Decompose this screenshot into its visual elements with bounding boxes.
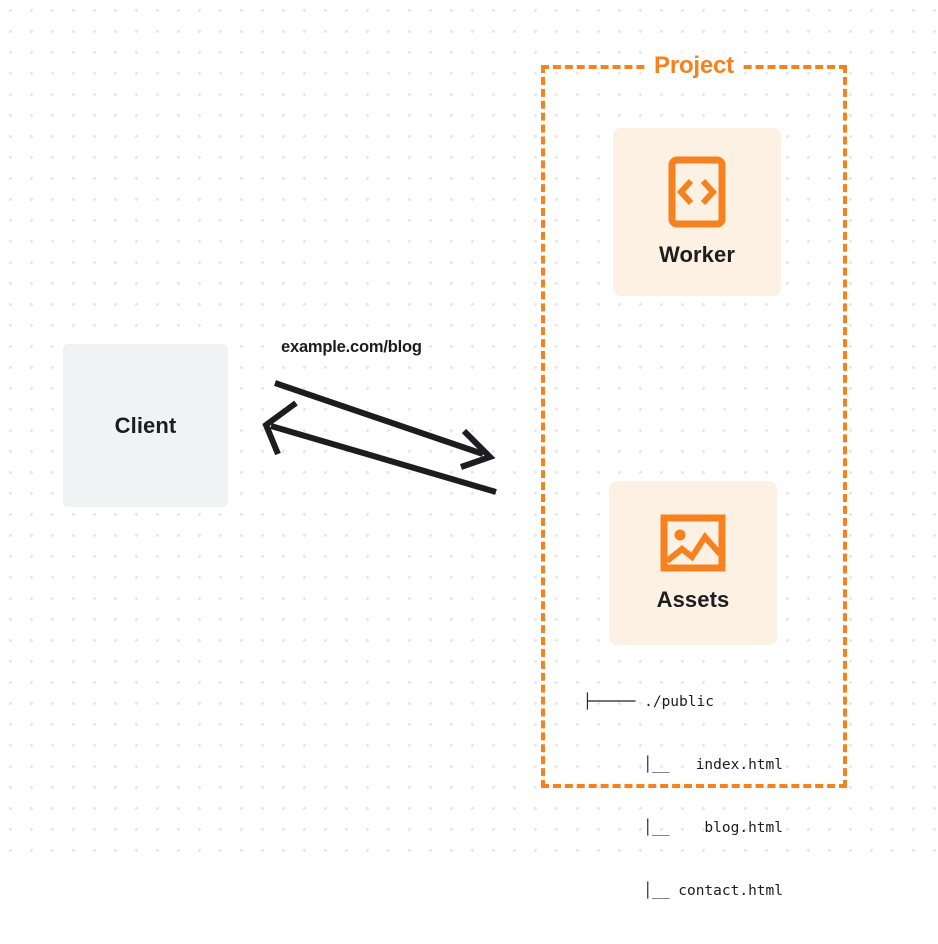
client-node-label: Client — [114, 412, 177, 438]
tree-row: │__ contact.html — [617, 883, 783, 899]
response-arrow — [262, 400, 497, 495]
flow-arrows — [262, 380, 497, 495]
assets-node-label: Assets — [656, 587, 730, 612]
client-node[interactable]: Client — [63, 344, 228, 507]
tree-row: ├───── ./public — [583, 694, 714, 710]
project-container: Project — [541, 52, 847, 788]
worker-node-label: Worker — [659, 242, 735, 267]
assets-node[interactable]: Assets — [609, 481, 777, 645]
project-label: Project — [647, 52, 741, 80]
assets-file-tree: ├───── ./public │__ index.html │__ blog.… — [583, 650, 783, 944]
request-arrow — [274, 380, 496, 470]
image-icon — [660, 514, 726, 572]
tree-row: │__ index.html — [617, 757, 783, 773]
code-brackets-icon — [668, 156, 726, 228]
request-url-label: example.com/blog — [281, 338, 422, 356]
worker-node[interactable]: Worker — [613, 128, 781, 296]
diagram-canvas: Client example.com/blog Project Worker — [0, 0, 938, 899]
tree-row: │__ blog.html — [617, 820, 783, 836]
